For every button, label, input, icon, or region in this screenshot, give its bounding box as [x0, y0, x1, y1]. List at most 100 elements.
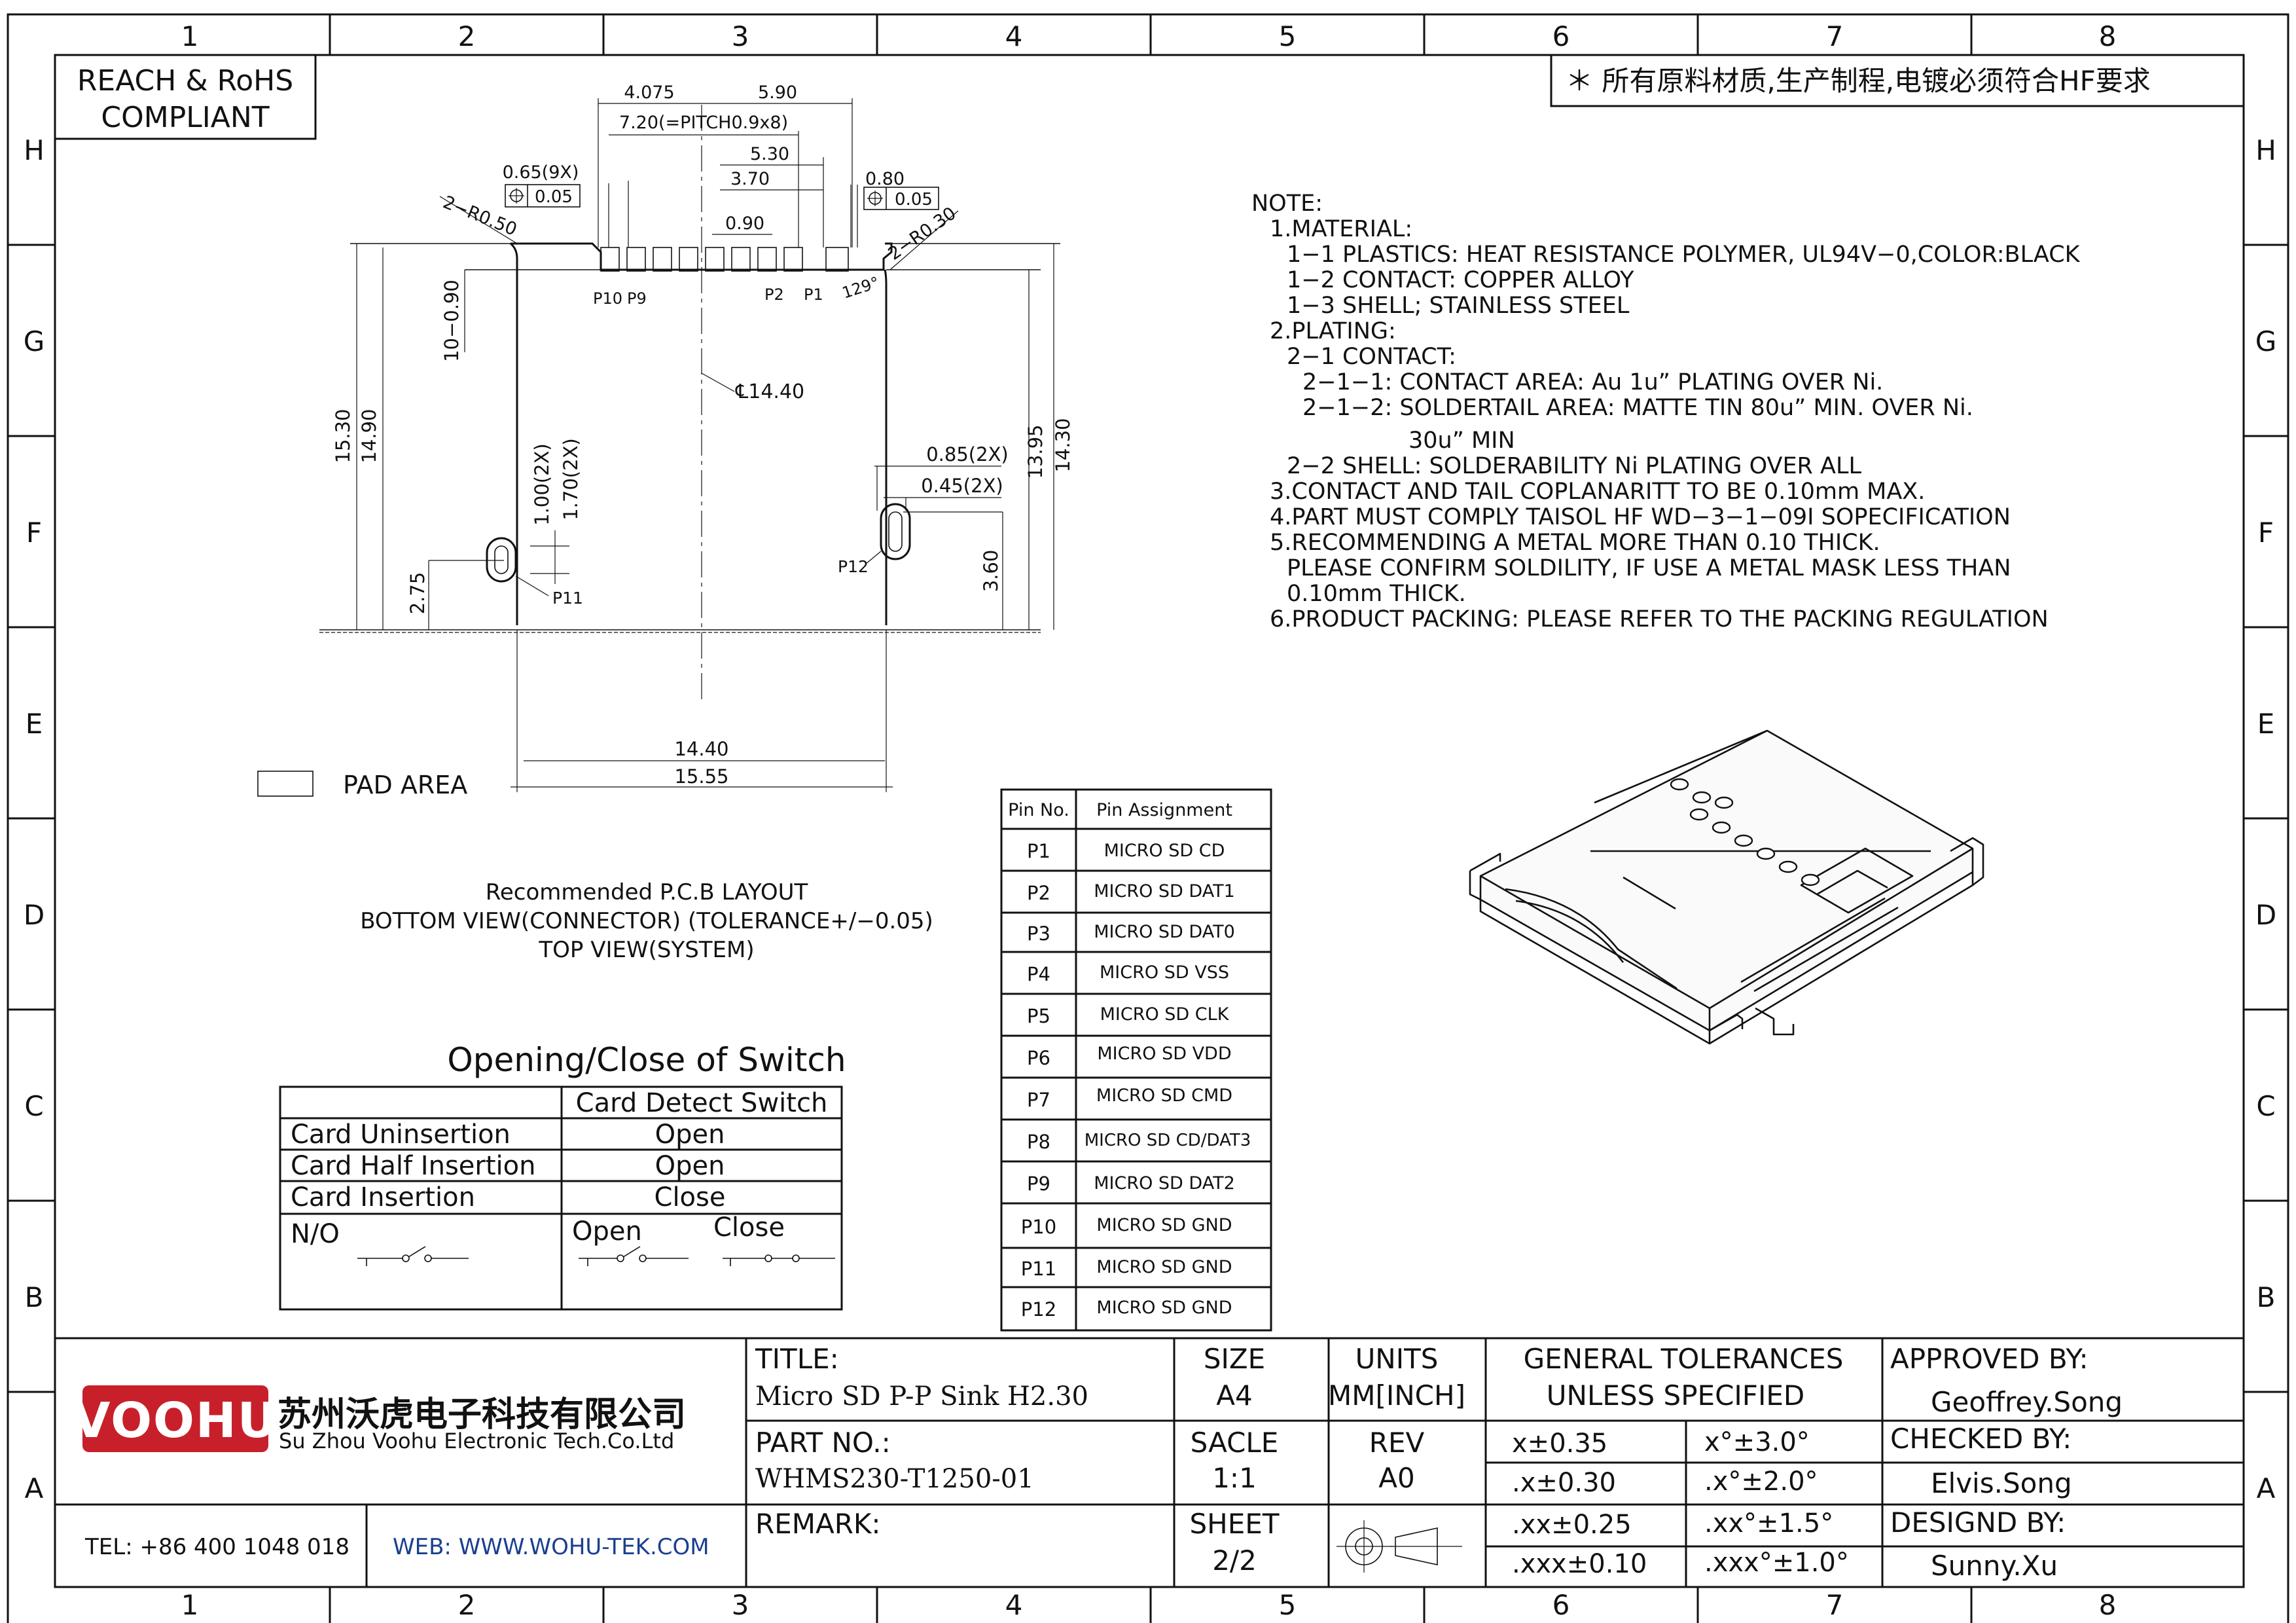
dim-720-pitch: 7.20(=PITCH0.9x8): [619, 113, 788, 133]
pin-table-assign: MICRO SD CD/DAT3: [1085, 1131, 1251, 1150]
pin-label-p1: P1: [804, 285, 823, 304]
note-line: 1.MATERIAL:: [1270, 216, 1412, 242]
row-label-f-right: F: [2258, 517, 2274, 549]
col-label-3-bottom: 3: [732, 1589, 749, 1621]
pin-table-pin: P3: [1027, 922, 1050, 945]
col-label-4-top: 4: [1005, 20, 1023, 52]
dim-275: 2.75: [406, 572, 429, 615]
dim-360: 3.60: [980, 550, 1002, 593]
note-line: 5.RECOMMENDING A METAL MORE THAN 0.10 TH…: [1270, 530, 1880, 556]
pin-table-assign: MICRO SD VDD: [1097, 1044, 1231, 1064]
dim-530: 5.30: [750, 144, 789, 164]
dim-100-2x: 1.00(2X): [531, 443, 553, 526]
row-label-d-left: D: [24, 899, 45, 931]
pcb-layout-drawing: 4.075 5.90 7.20(=PITCH0.9x8) 5.30 3.70 0…: [319, 82, 1074, 792]
switch-table: Opening/Close of Switch Card Detect Swit…: [279, 1041, 846, 1311]
tolerance-value-right: 0.05: [895, 190, 933, 210]
dim-10-090: 10−0.90: [440, 280, 463, 362]
row-label-b-right: B: [2257, 1281, 2276, 1313]
row-label-h-left: H: [24, 134, 45, 166]
third-angle-projection-icon: [1327, 1504, 1462, 1587]
tolerance-linear: .xxx±0.10: [1512, 1549, 1647, 1579]
designed-name: Sunny.Xu: [1931, 1550, 2058, 1582]
col-label-2-top: 2: [458, 20, 476, 52]
pin-table-assign: MICRO SD CMD: [1096, 1085, 1232, 1106]
switch-open-label: Open: [572, 1216, 642, 1247]
connector-isometric-view: [1469, 729, 1984, 1045]
dim-170-2x: 1.70(2X): [560, 438, 582, 520]
switch-table-title: Opening/Close of Switch: [447, 1041, 846, 1079]
company-logo: VOOHU: [73, 1385, 277, 1452]
pad-area-label: PAD AREA: [343, 771, 467, 799]
pin-table-pin: P9: [1027, 1173, 1050, 1195]
col-label-6-bottom: 6: [1552, 1589, 1570, 1621]
slot-hole-right: P12: [838, 503, 911, 576]
dim-centerline-1440: ℄14.40: [735, 380, 804, 403]
row-label-g-right: G: [2255, 325, 2277, 357]
row-label-h-right: H: [2255, 134, 2276, 166]
dim-1555: 15.55: [674, 765, 728, 788]
dim-065-9x: 0.65(9X): [503, 162, 579, 183]
col-label-7-top: 7: [1826, 20, 1844, 52]
tolerance-angular: x°±3.0°: [1704, 1427, 1810, 1457]
note-line: 4.PART MUST COMPLY TAISOL HF WD−3−1−09I …: [1270, 504, 2011, 530]
switch-no-label: N/O: [291, 1219, 340, 1249]
dim-1440: 14.40: [674, 738, 728, 760]
view-caption-line-2: BOTTOM VIEW(CONNECTOR) (TOLERANCE+/−0.05…: [360, 908, 933, 934]
col-label-8-bottom: 8: [2099, 1589, 2117, 1621]
dim-590: 5.90: [758, 82, 797, 103]
note-line: 2−1−2: SOLDERTAIL AREA: MATTE TIN 80u” M…: [1302, 395, 1973, 421]
approved-label: APPROVED BY:: [1890, 1343, 2089, 1375]
pin-table-pin: P4: [1027, 963, 1050, 985]
pin-table-pin: P11: [1021, 1258, 1056, 1280]
pin-table-pin: P10: [1021, 1216, 1056, 1238]
col-label-8-top: 8: [2099, 20, 2117, 52]
row-label-a-left: A: [25, 1472, 44, 1504]
pin-table-pin: P2: [1027, 882, 1050, 904]
dim-radius-030: 2−R0.30: [885, 203, 960, 264]
company-tel: TEL: +86 400 1048 018: [84, 1534, 350, 1560]
dim-080: 0.80: [865, 169, 905, 189]
designed-label: DESIGND BY:: [1890, 1506, 2066, 1539]
pin-table-header-assign: Pin Assignment: [1096, 800, 1232, 820]
compliance-box: REACH & RoHS COMPLIANT: [54, 54, 317, 140]
units-value: MM[INCH]: [1328, 1379, 1465, 1412]
switch-table-header: Card Detect Switch: [576, 1088, 828, 1118]
position-tolerance-frame-right: 0.05: [863, 187, 939, 210]
pin-table-assign: MICRO SD GND: [1096, 1215, 1232, 1235]
dim-1430: 14.30: [1052, 418, 1074, 472]
row-label-d-right: D: [2255, 899, 2276, 931]
pin-table-pin: P5: [1027, 1005, 1050, 1027]
col-label-1-top: 1: [181, 20, 199, 52]
scale-value: 1:1: [1212, 1462, 1257, 1494]
note-line: 2−1 CONTACT:: [1287, 344, 1456, 370]
pin-table-assign: MICRO SD VSS: [1100, 962, 1229, 983]
approved-name: Geoffrey.Song: [1931, 1386, 2123, 1418]
note-line: 0.10mm THICK.: [1287, 581, 1466, 607]
part-label: PART NO.:: [755, 1427, 891, 1459]
view-caption-line-1: Recommended P.C.B LAYOUT: [486, 879, 808, 905]
notes-title: NOTE:: [1251, 191, 1323, 217]
switch-row-label: Card Uninsertion: [291, 1120, 511, 1150]
dim-045-2x: 0.45(2X): [921, 475, 1003, 497]
sheet-label: SHEET: [1190, 1508, 1280, 1540]
dim-1490: 14.90: [358, 409, 380, 463]
switch-row-value: Close: [655, 1182, 726, 1213]
pin-table-assign: MICRO SD CLK: [1100, 1004, 1230, 1025]
remark-label: REMARK:: [755, 1508, 881, 1540]
dim-090: 0.90: [725, 213, 764, 234]
pin-label-p12: P12: [838, 557, 869, 576]
tolerance-header-1: GENERAL TOLERANCES: [1524, 1343, 1844, 1375]
switch-close-label: Close: [713, 1213, 785, 1243]
row-label-e-right: E: [2257, 708, 2275, 740]
tolerance-linear: .x±0.30: [1512, 1468, 1616, 1498]
title-block: VOOHU 苏州沃虎电子科技有限公司 Su Zhou Voohu Electro…: [54, 1337, 2245, 1588]
company-name-cn: 苏州沃虎电子科技有限公司: [278, 1395, 686, 1434]
pin-table-assign: MICRO SD GND: [1096, 1298, 1232, 1318]
pin-assignment-table: Pin No. Pin Assignment P1 P2 P3 P4 P5 P6…: [1000, 788, 1272, 1332]
switch-row-label: Card Half Insertion: [291, 1151, 535, 1181]
note-line: PLEASE CONFIRM SOLDILITY, IF USE A METAL…: [1287, 555, 2011, 581]
checked-name: Elvis.Song: [1931, 1467, 2072, 1499]
angle-129: 129°: [840, 273, 882, 302]
pin-table-pin: P6: [1027, 1047, 1050, 1069]
